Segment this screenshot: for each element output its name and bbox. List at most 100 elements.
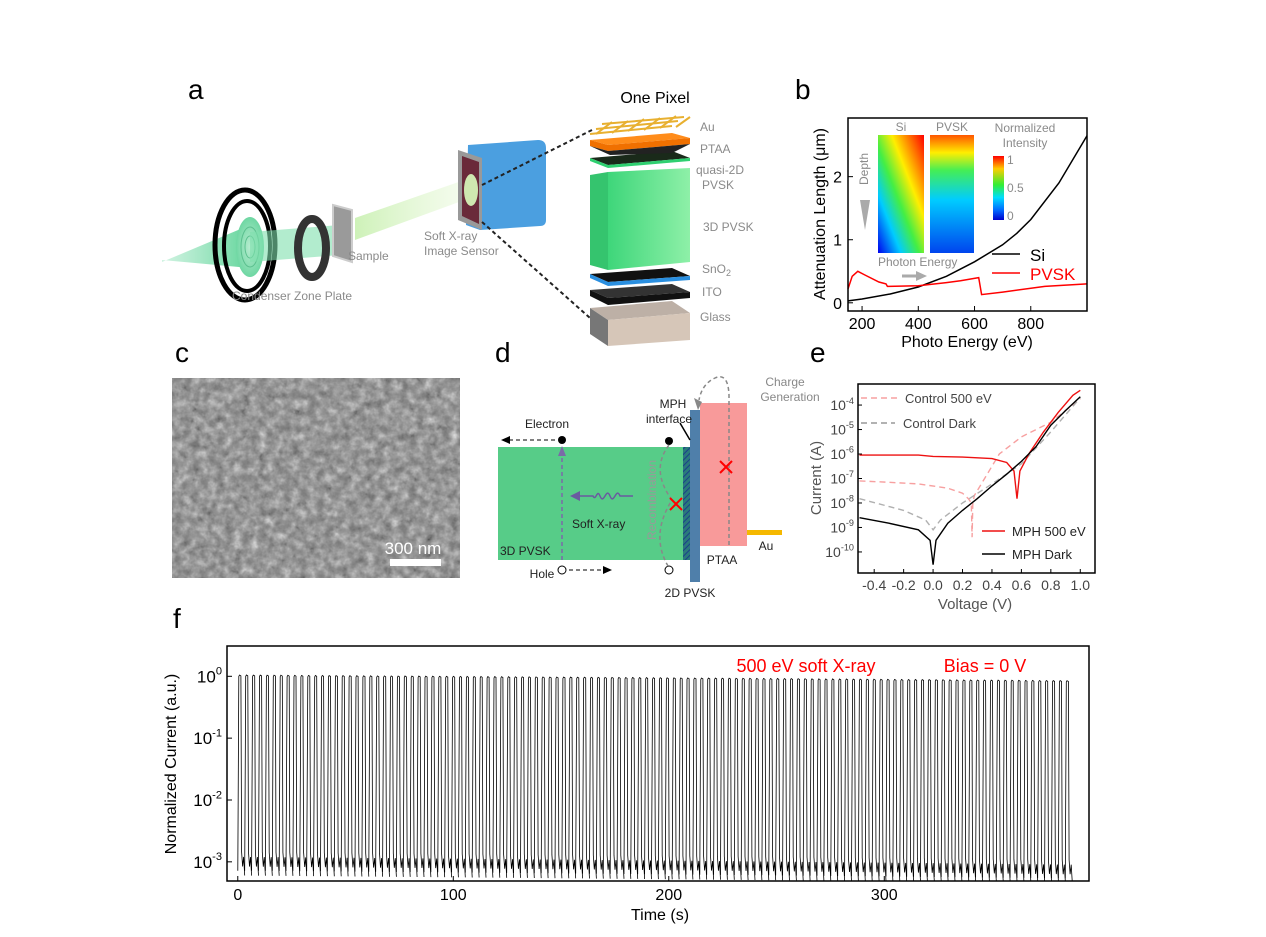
pulse-trace: [809, 678, 818, 881]
band-diagram: Electron Hole MPH interface Charge Gener…: [498, 375, 820, 600]
panel-a-schematic: Sample Condenser Zone Plate Soft X-ray I…: [162, 90, 754, 346]
pulse-trace: [1016, 679, 1025, 882]
pulse-trace: [927, 679, 935, 882]
pulse-trace: [871, 678, 880, 882]
inset-label-pvsk: PVSK: [936, 120, 968, 134]
y-axis-label: Normalized Current (a.u.): [163, 674, 180, 855]
pulse-trace: [444, 675, 452, 878]
pulse-trace: [961, 679, 970, 882]
y-tick-label: 1: [833, 233, 842, 250]
panel-label-f: f: [173, 603, 181, 634]
pulse-trace: [533, 676, 542, 879]
pulse-trace: [989, 679, 997, 882]
arrow-right-icon: [603, 566, 612, 574]
order-sorting-aperture-icon: [294, 215, 330, 281]
condenser-label: Condenser Zone Plate: [232, 289, 352, 303]
pulse-trace: [382, 675, 390, 877]
colorbar-tick: 0.5: [1007, 181, 1024, 195]
pulse-trace: [775, 677, 783, 881]
pulse-trace: [340, 675, 349, 877]
pulse-trace: [1009, 679, 1018, 882]
pulse-trace: [464, 675, 473, 878]
x-axis-label: Voltage (V): [938, 596, 1012, 613]
pulse-trace: [292, 674, 301, 877]
pulse-trace: [644, 677, 652, 880]
pulse-trace: [671, 677, 680, 880]
pulse-trace: [975, 679, 983, 882]
layer-label-ptaa: PTAA: [700, 142, 730, 156]
pulse-trace: [327, 675, 335, 877]
pulse-trace: [899, 678, 908, 882]
x-tick-label: 1.0: [1071, 577, 1091, 593]
y-tick-label: 10-1: [193, 727, 222, 748]
arrow-left-icon: [501, 436, 510, 444]
y-tick-label: 2: [833, 170, 842, 187]
legend-label-si: Si: [1030, 246, 1045, 265]
y-tick-label: 10-3: [193, 851, 222, 872]
colorbar-tick: 1: [1007, 153, 1014, 167]
y-tick-label: 0: [833, 296, 842, 313]
pulse-trace: [540, 676, 549, 879]
pulse-trace: [258, 674, 266, 876]
recombination-label: Recombination: [645, 460, 659, 540]
pulse-trace: [761, 677, 770, 881]
pulse-trace: [651, 677, 659, 880]
pulse-trace: [313, 674, 321, 877]
pulse-trace: [623, 676, 632, 879]
plot-frame: [226, 645, 1090, 882]
x-tick-label: 800: [1017, 316, 1044, 333]
pulse-trace: [816, 678, 825, 881]
pulse-trace: [1030, 679, 1039, 882]
pulse-trace: [299, 674, 308, 877]
legend-label-pvsk: PVSK: [1030, 265, 1076, 284]
pulse-trace: [609, 676, 618, 879]
inset-label-si: Si: [896, 120, 907, 134]
legend-label-control-dark: Control Dark: [903, 416, 976, 431]
attenuation-length-chart: Si PVSK Normalized Intensity 1 0.5 0 Dep…: [812, 117, 1088, 351]
pulse-trace: [306, 674, 314, 877]
pulse-trace: [251, 674, 259, 876]
pulse-trace: [906, 678, 914, 882]
sample-label: Sample: [348, 249, 389, 263]
pulse-trace: [733, 677, 742, 880]
pulse-trace: [678, 677, 687, 880]
x-tick-label: 0.8: [1041, 577, 1061, 593]
pulse-trace: [416, 675, 425, 878]
y-axis-label: Current (A): [808, 441, 825, 515]
pulse-trace: [568, 676, 577, 879]
series-line-control-dark: [859, 397, 1081, 531]
x-tick-label: 0.4: [982, 577, 1002, 593]
panel-label-d: d: [495, 337, 511, 368]
pulse-trace: [458, 675, 466, 878]
pulse-trace: [409, 675, 418, 878]
layer-label-3d-pvsk: 3D PVSK: [703, 220, 754, 234]
pulse-trace: [947, 679, 956, 882]
y-tick-label: 100: [197, 666, 222, 687]
series-line-pvsk: [847, 270, 1088, 296]
y-axis-label: Attenuation Length (μm): [812, 128, 829, 300]
series-line-si: [847, 135, 1088, 302]
pulse-trace: [713, 677, 721, 880]
pulse-trace: [740, 677, 749, 881]
si-depth-heatmap: [878, 135, 924, 253]
au-label: Au: [759, 539, 774, 553]
pvsk-depth-heatmap-right: [952, 135, 974, 253]
xray-beam: [162, 225, 250, 268]
pulse-trace: [333, 675, 342, 877]
pixel-layer-stack: [589, 115, 691, 346]
x-tick-label: 200: [849, 316, 876, 333]
pulse-trace: [685, 677, 694, 880]
layer-label-sno2: SnO2: [702, 262, 731, 278]
3d-pvsk-label: 3D PVSK: [500, 544, 551, 558]
pulse-trace: [727, 677, 735, 880]
pulse-trace: [368, 675, 377, 877]
inset-heatmaps: Si PVSK Normalized Intensity 1 0.5 0 Dep…: [857, 120, 1055, 281]
pulse-trace: [768, 677, 777, 881]
hole-label: Hole: [530, 567, 555, 581]
2d-pvsk-label: 2D PVSK: [665, 586, 716, 600]
pulse-trace: [285, 674, 294, 876]
pulse-trace: [513, 676, 521, 878]
recombination-blocked-icon: [669, 497, 683, 511]
sno2-layer: [590, 274, 690, 286]
